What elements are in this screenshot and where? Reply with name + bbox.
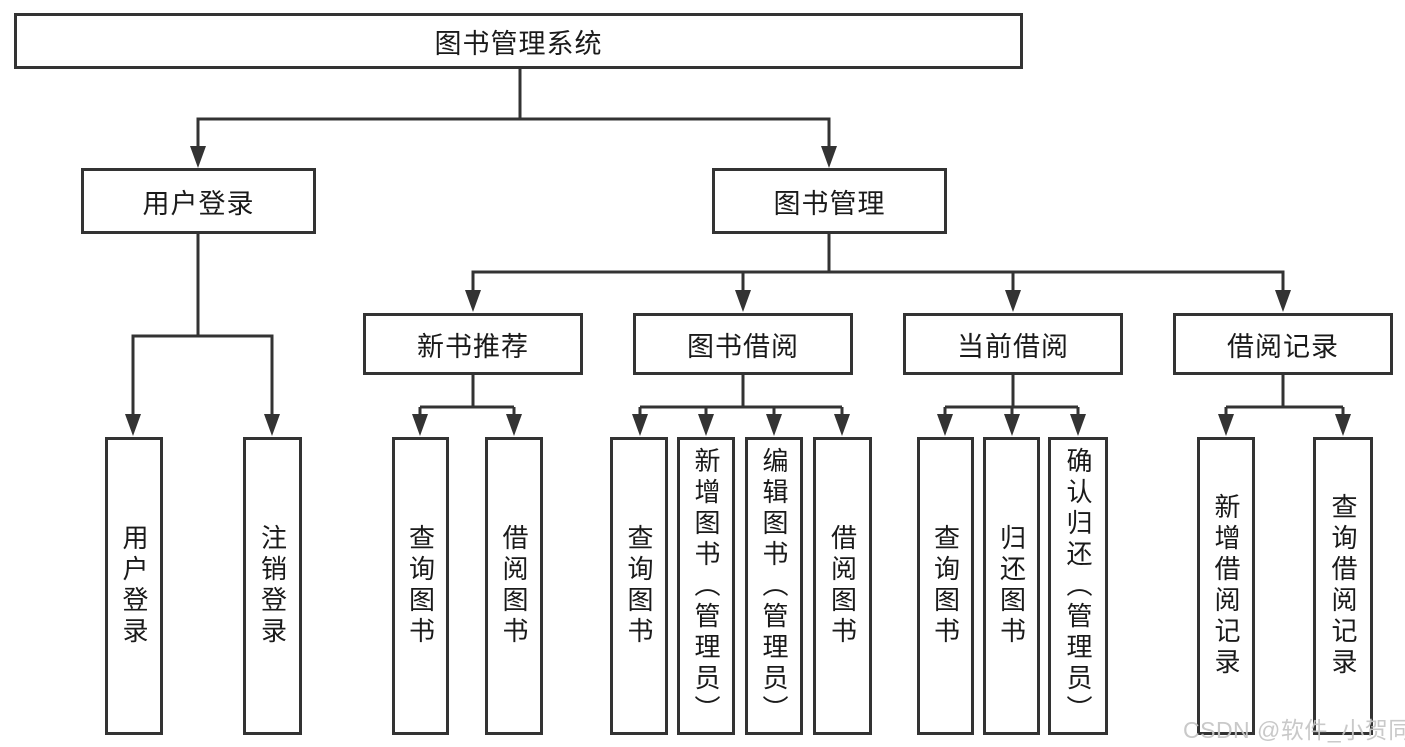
leaf-bb-edit-books-admin: 编辑图书（管理员） [745, 437, 803, 735]
leaf-br-add-record: 新增借阅记录 [1197, 437, 1255, 735]
node-new-book-recommend-label: 新书推荐 [417, 331, 529, 362]
node-root: 图书管理系统 [14, 13, 1023, 69]
leaf-bb-borrow-books: 借阅图书 [813, 437, 872, 735]
node-book-borrowing-label: 图书借阅 [687, 331, 799, 362]
leaf-cb-query-books: 查询图书 [917, 437, 974, 735]
leaf-nbr-borrow-books-label: 借阅图书 [499, 524, 529, 648]
leaf-br-add-record-label: 新增借阅记录 [1211, 493, 1241, 679]
leaf-bb-edit-books-admin-label: 编辑图书（管理员） [759, 446, 789, 726]
node-current-borrowing-label: 当前借阅 [957, 331, 1069, 362]
node-root-label: 图书管理系统 [434, 28, 603, 59]
leaf-bb-query-books: 查询图书 [610, 437, 668, 735]
leaf-nbr-borrow-books: 借阅图书 [485, 437, 543, 735]
leaf-logout: 注销登录 [243, 437, 302, 735]
node-borrowing-records-label: 借阅记录 [1227, 331, 1339, 362]
node-borrowing-records: 借阅记录 [1173, 313, 1393, 375]
leaf-nbr-query-books-label: 查询图书 [405, 524, 436, 648]
node-book-management: 图书管理 [712, 168, 947, 234]
leaf-cb-return-books-label: 归还图书 [996, 524, 1027, 648]
leaf-bb-add-books-admin-label: 新增图书（管理员） [691, 446, 721, 726]
leaf-bb-query-books-label: 查询图书 [624, 524, 654, 648]
leaf-nbr-query-books: 查询图书 [392, 437, 449, 735]
leaf-br-query-record-label: 查询借阅记录 [1328, 493, 1358, 679]
leaf-br-query-record: 查询借阅记录 [1313, 437, 1373, 735]
csdn-watermark: CSDN @软件_小贺同学 [1183, 717, 1405, 743]
node-current-borrowing: 当前借阅 [903, 313, 1123, 375]
leaf-user-login: 用户登录 [105, 437, 163, 735]
leaf-bb-borrow-books-label: 借阅图书 [827, 524, 858, 648]
node-user-login: 用户登录 [81, 168, 316, 234]
leaf-bb-add-books-admin: 新增图书（管理员） [677, 437, 735, 735]
leaf-cb-confirm-return-admin: 确认归还（管理员） [1048, 437, 1108, 735]
node-new-book-recommend: 新书推荐 [363, 313, 583, 375]
leaf-cb-confirm-return-admin-label: 确认归还（管理员） [1063, 446, 1093, 726]
leaf-cb-return-books: 归还图书 [983, 437, 1040, 735]
node-book-borrowing: 图书借阅 [633, 313, 853, 375]
leaf-logout-label: 注销登录 [257, 524, 288, 648]
leaf-user-login-label: 用户登录 [119, 524, 149, 648]
node-book-management-label: 图书管理 [773, 188, 886, 219]
leaf-cb-query-books-label: 查询图书 [930, 524, 961, 648]
node-user-login-label: 用户登录 [142, 188, 255, 219]
